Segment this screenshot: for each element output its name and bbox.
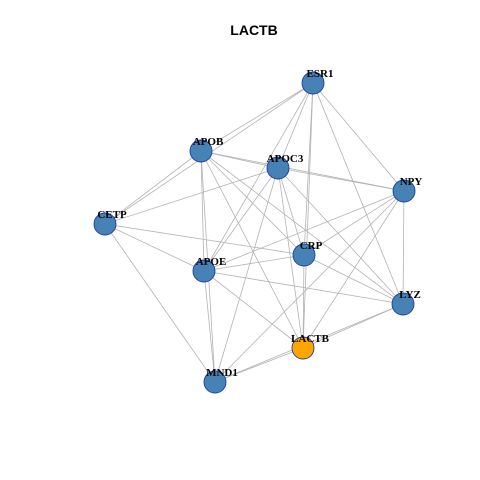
- node-apoc3[interactable]: APOC3: [266, 153, 304, 180]
- edge-apoc3-lactb: [277, 167, 304, 349]
- node-label: NPY: [400, 176, 423, 188]
- edge-apoc3-lyz: [277, 167, 404, 305]
- node-circle[interactable]: [266, 156, 290, 180]
- node-circle[interactable]: [93, 212, 117, 236]
- node-circle[interactable]: [291, 336, 315, 360]
- edge-apoc3-crp: [277, 167, 305, 256]
- node-label: LYZ: [399, 289, 421, 301]
- node-circle[interactable]: [192, 259, 216, 283]
- node-cetp[interactable]: CETP: [93, 209, 127, 236]
- edge-apob-cetp: [104, 150, 202, 225]
- edge-cetp-crp: [104, 223, 305, 256]
- node-label: MND1: [206, 367, 238, 379]
- graph-title: LACTB: [230, 22, 277, 38]
- edge-apoe-lactb: [203, 270, 304, 349]
- edge-crp-apoe: [203, 254, 305, 272]
- edge-npy-apoe: [203, 190, 405, 272]
- edge-esr1-apoe: [203, 82, 314, 272]
- edge-npy-lyz: [402, 190, 405, 305]
- edge-lactb-mnd1: [214, 347, 304, 383]
- node-circle[interactable]: [301, 71, 325, 95]
- edge-crp-lyz: [303, 254, 404, 305]
- edge-apob-apoe: [200, 150, 205, 272]
- edge-apoc3-cetp: [104, 167, 279, 225]
- node-circle[interactable]: [203, 370, 227, 394]
- node-label: APOC3: [267, 153, 304, 165]
- edge-apoe-lyz: [203, 270, 404, 305]
- edge-npy-lactb: [302, 190, 405, 349]
- edge-apob-lyz: [200, 150, 404, 305]
- node-npy[interactable]: NPY: [392, 176, 423, 203]
- edge-npy-mnd1: [214, 190, 405, 383]
- node-apoe[interactable]: APOE: [192, 256, 227, 283]
- node-lactb[interactable]: LACTB: [291, 333, 330, 360]
- edge-apob-lactb: [200, 150, 304, 349]
- node-label: LACTB: [291, 333, 330, 345]
- node-circle[interactable]: [189, 139, 213, 163]
- edge-esr1-lyz: [312, 82, 404, 305]
- edge-cetp-apoe: [104, 223, 205, 272]
- edge-apoc3-apoe: [203, 167, 279, 272]
- edge-npy-crp: [303, 190, 405, 256]
- edge-esr1-crp: [303, 82, 314, 256]
- node-circle[interactable]: [391, 292, 415, 316]
- edge-apoc3-npy: [277, 167, 405, 192]
- edge-crp-lactb: [302, 254, 305, 349]
- node-apob[interactable]: APOB: [189, 136, 224, 163]
- edge-esr1-lactb: [302, 82, 314, 349]
- node-lyz[interactable]: LYZ: [391, 289, 421, 316]
- node-circle[interactable]: [392, 179, 416, 203]
- edge-apoc3-mnd1: [214, 167, 279, 383]
- node-label: CRP: [300, 240, 323, 252]
- node-mnd1[interactable]: MND1: [203, 367, 238, 394]
- edges-layer: [104, 82, 405, 383]
- edge-apob-npy: [200, 150, 405, 192]
- edge-apoe-mnd1: [203, 270, 216, 383]
- node-circle[interactable]: [292, 243, 316, 267]
- node-label: ESR1: [307, 68, 334, 80]
- node-label: APOB: [193, 136, 224, 148]
- node-crp[interactable]: CRP: [292, 240, 323, 267]
- edge-esr1-npy: [312, 82, 405, 192]
- node-label: APOE: [196, 256, 227, 268]
- node-label: CETP: [97, 209, 127, 221]
- edge-esr1-apoc3: [277, 82, 314, 169]
- edge-cetp-mnd1: [104, 223, 216, 383]
- node-esr1[interactable]: ESR1: [301, 68, 334, 95]
- edge-esr1-apob: [200, 82, 314, 152]
